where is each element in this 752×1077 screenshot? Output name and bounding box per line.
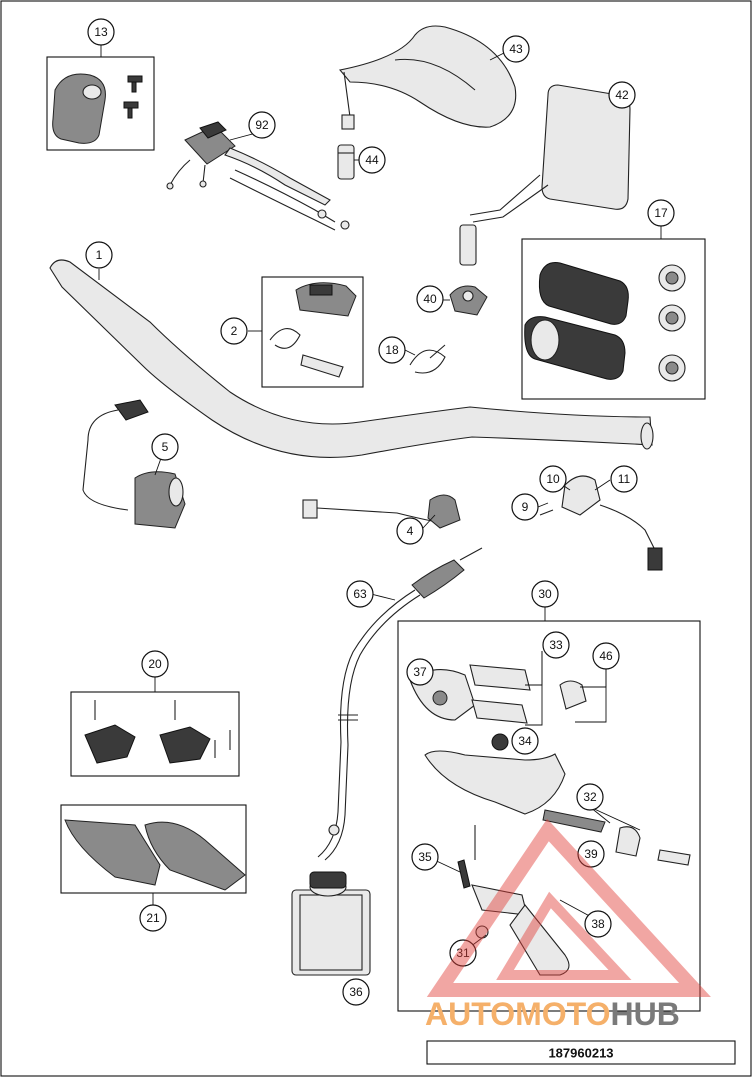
callout-13: 13	[87, 18, 115, 46]
part-4-switch-cable	[302, 494, 461, 529]
callout-33: 33	[542, 631, 570, 659]
callout-34: 34	[511, 727, 539, 755]
part-42-mirror-right	[459, 84, 631, 266]
callout-39: 39	[577, 840, 605, 868]
callout-1: 1	[85, 241, 113, 269]
callout-20: 20	[141, 650, 169, 678]
group-box-13	[46, 56, 155, 151]
callout-46: 46	[592, 642, 620, 670]
watermark-prefix: AUTOMOTO	[425, 996, 610, 1032]
callout-10: 10	[539, 465, 567, 493]
part-20-clamp-kit	[84, 700, 231, 764]
callout-43-label: 43	[509, 42, 523, 56]
callout-42: 42	[608, 81, 636, 109]
callout-32: 32	[576, 783, 604, 811]
watermark-suffix: HUB	[610, 996, 679, 1032]
callout-44-label: 44	[365, 153, 379, 167]
part-40-clamp	[449, 285, 488, 316]
callout-11-label: 11	[618, 472, 631, 486]
callout-38: 38	[584, 910, 612, 938]
callout-32-label: 32	[583, 790, 597, 804]
callout-34-label: 34	[518, 734, 532, 748]
part-36-brake-fluid	[291, 871, 371, 976]
part-17-grips	[524, 262, 686, 382]
callout-11: 11	[610, 465, 638, 493]
callout-5-label: 5	[162, 440, 169, 454]
callout-5: 5	[151, 433, 179, 461]
watermark-text: AUTOMOTOHUB	[425, 996, 680, 1032]
callout-10-label: 10	[546, 472, 560, 486]
callout-92: 92	[248, 111, 276, 139]
callout-36-label: 36	[349, 985, 363, 999]
callout-30: 30	[531, 580, 559, 608]
part-30-master-cylinder	[409, 664, 691, 976]
callout-2: 2	[220, 317, 248, 345]
part-63-hydraulic-line	[317, 547, 483, 861]
callout-4-label: 4	[407, 524, 414, 538]
callout-9: 9	[511, 493, 539, 521]
callout-42-label: 42	[615, 88, 629, 102]
callout-18: 18	[378, 336, 406, 364]
group-box-30	[397, 620, 701, 1012]
callout-21-label: 21	[146, 911, 160, 925]
callout-31-label: 31	[456, 946, 470, 960]
callout-63-label: 63	[353, 587, 367, 601]
watermark-logo	[426, 818, 711, 997]
group-box-2	[261, 276, 364, 388]
callout-35: 35	[411, 843, 439, 871]
callout-36: 36	[342, 978, 370, 1006]
callout-17: 17	[647, 199, 675, 227]
part-92-throttle-housing	[166, 121, 350, 231]
callout-4: 4	[396, 517, 424, 545]
callout-44: 44	[358, 146, 386, 174]
part-5-switch-with-cable	[82, 399, 186, 529]
callout-17-label: 17	[654, 206, 668, 220]
part-18-cable-tie	[409, 344, 446, 374]
callout-13-label: 13	[94, 25, 108, 39]
callout-39-label: 39	[584, 847, 598, 861]
callout-63: 63	[346, 580, 374, 608]
callout-20-label: 20	[148, 657, 162, 671]
document-number: 187960213	[548, 1046, 613, 1061]
callout-9-label: 9	[522, 500, 529, 514]
callout-37: 37	[406, 658, 434, 686]
part-2-switch	[269, 282, 357, 378]
callout-40-label: 40	[423, 292, 437, 306]
document-number-box	[426, 1040, 736, 1065]
callout-35-label: 35	[418, 850, 432, 864]
part-13-switch-housing	[52, 73, 143, 144]
part-21-handguards	[64, 819, 246, 891]
part-44-mirror-adapter	[337, 144, 355, 180]
callout-33-label: 33	[549, 638, 563, 652]
group-box-21	[60, 804, 247, 894]
callout-18-label: 18	[385, 343, 399, 357]
callout-30-label: 30	[538, 587, 552, 601]
callout-46-label: 46	[599, 649, 613, 663]
part-10-11-clamp-cable	[539, 475, 663, 571]
callout-21: 21	[139, 904, 167, 932]
callout-40: 40	[416, 285, 444, 313]
group-box-17	[521, 238, 706, 400]
part-1-handlebar	[49, 259, 654, 458]
callout-31: 31	[449, 939, 477, 967]
callout-2-label: 2	[231, 324, 238, 338]
callout-92-label: 92	[255, 118, 269, 132]
callout-43: 43	[502, 35, 530, 63]
callout-1-label: 1	[96, 248, 103, 262]
callout-38-label: 38	[591, 917, 605, 931]
callout-37-label: 37	[413, 665, 427, 679]
part-43-mirror-left	[338, 25, 517, 130]
